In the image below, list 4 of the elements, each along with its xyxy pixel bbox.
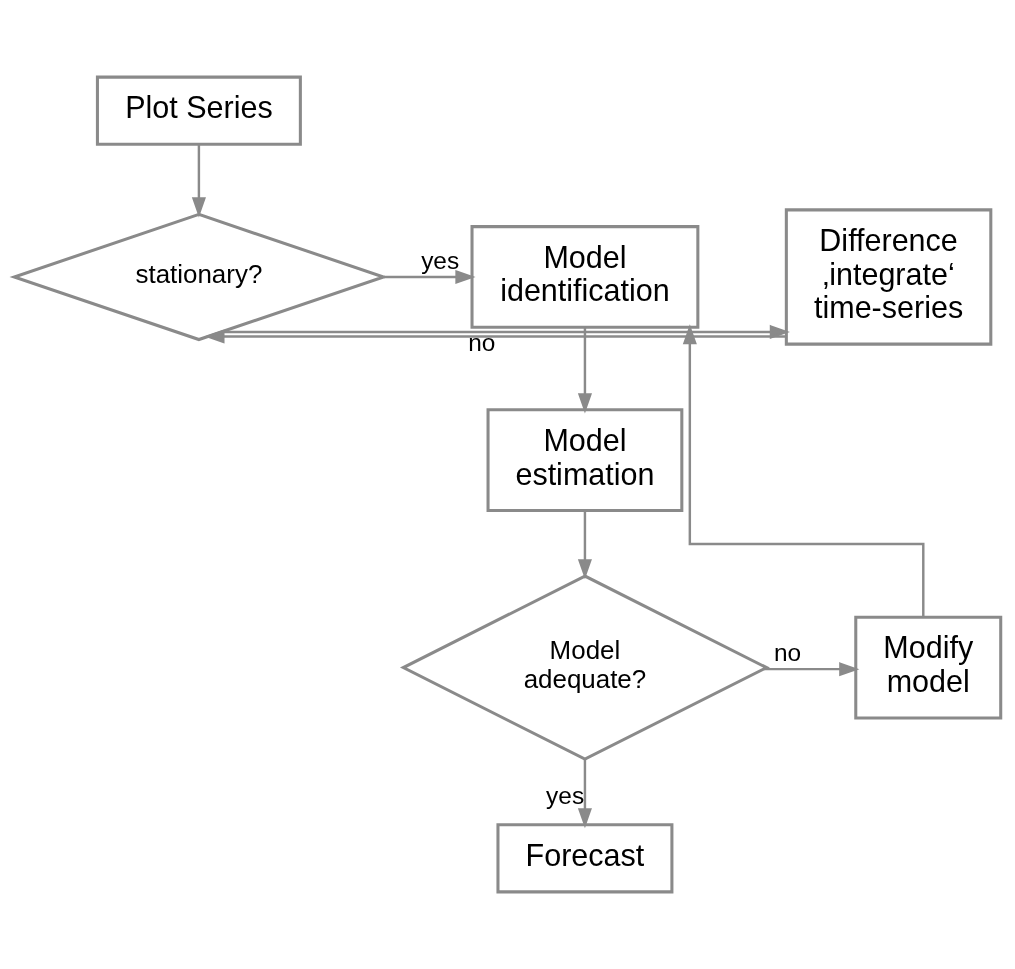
edge-label: yes	[421, 247, 460, 275]
edge-label: yes	[546, 782, 585, 810]
edge-label: no	[773, 639, 802, 667]
edge-label: no	[468, 329, 496, 357]
